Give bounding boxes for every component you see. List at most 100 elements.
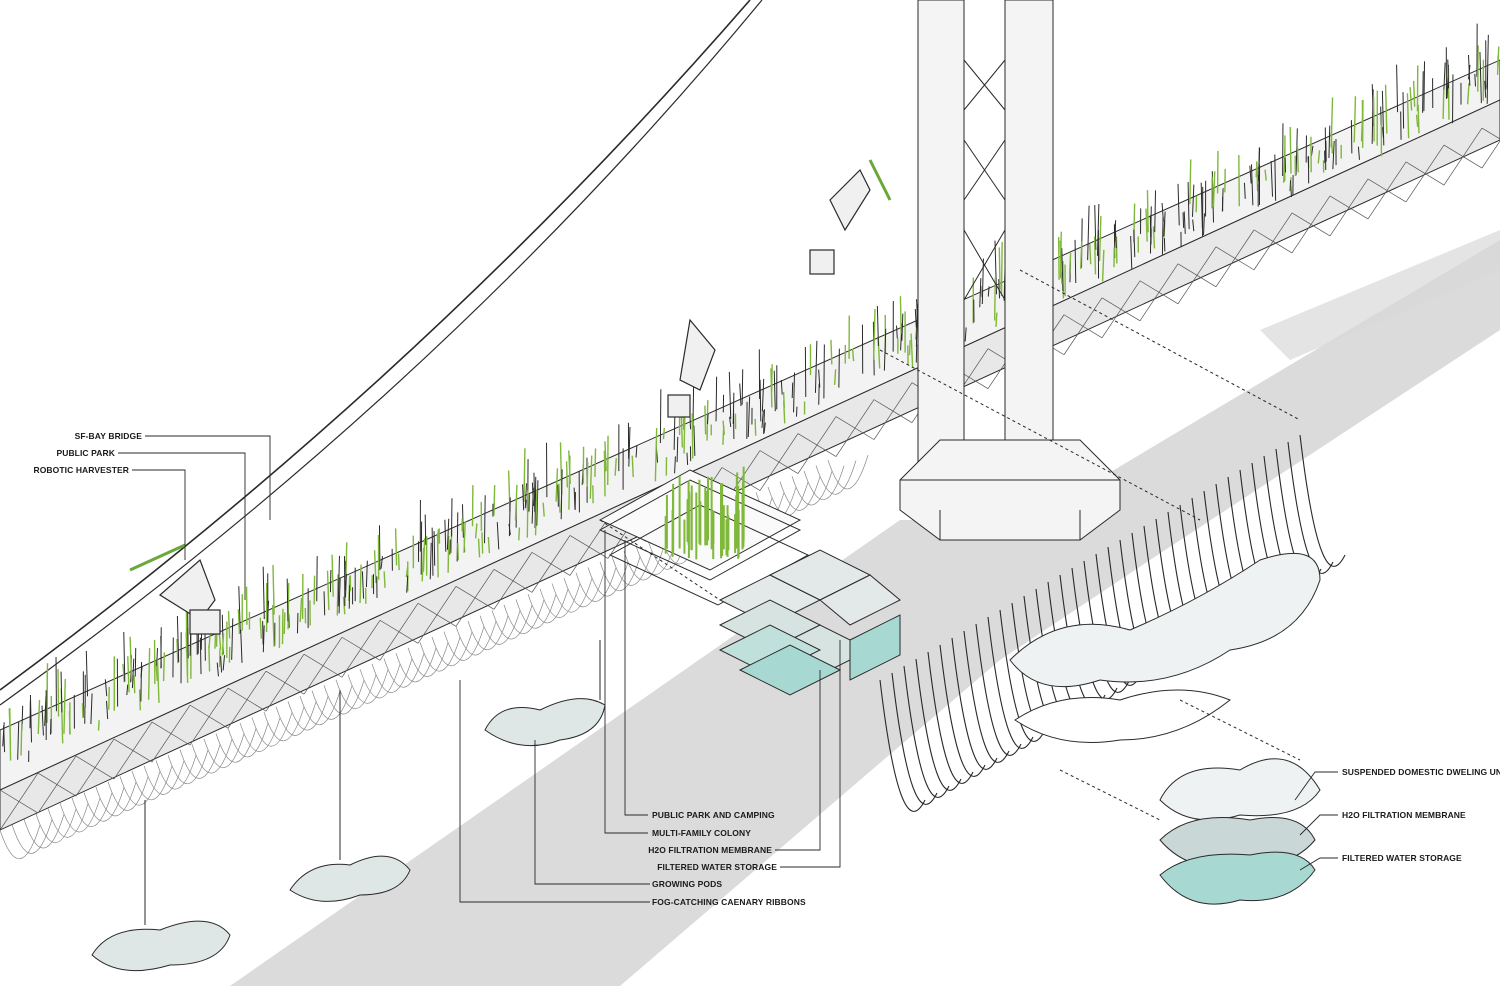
grass-spike: [628, 427, 631, 467]
grass-spike: [1068, 252, 1072, 275]
ribbon-loop: [155, 755, 197, 790]
ribbon-loop: [11, 819, 53, 854]
grass-spike: [138, 689, 141, 711]
grass-spike: [1114, 223, 1117, 249]
truss-member: [1101, 280, 1141, 338]
ribbon-loop-right: [927, 651, 974, 784]
grass-spike: [1189, 159, 1192, 205]
grass-spike: [704, 405, 707, 435]
ribbon-loop: [347, 669, 389, 704]
grass-spike: [380, 556, 383, 569]
grass-spike: [814, 340, 818, 393]
grass-spike: [272, 605, 275, 647]
grass-spike: [555, 468, 559, 502]
grass-spike: [998, 247, 1001, 290]
grass-spike: [995, 312, 998, 327]
grass-spike: [739, 383, 742, 407]
grass-spike: [964, 327, 967, 342]
truss-member: [303, 637, 343, 695]
grass-spike: [722, 420, 726, 436]
grass-spike: [782, 391, 786, 408]
grass-spike: [533, 472, 536, 513]
grass-spike: [693, 425, 696, 456]
grass-spike: [344, 573, 347, 598]
grass-spike: [589, 455, 593, 499]
ribbon-loop: [0, 824, 41, 860]
grass-spike: [531, 487, 534, 524]
grass-spike: [793, 372, 796, 413]
ribbon-loop: [359, 664, 401, 699]
grass-spike: [237, 609, 241, 635]
grass-spike: [763, 422, 766, 434]
grass-spike: [487, 536, 491, 554]
grass-spike: [691, 413, 694, 459]
grass-spike: [526, 490, 529, 538]
ribbon-loop-right: [1071, 567, 1118, 700]
grass-spike: [1422, 71, 1424, 113]
grass-spike: [421, 547, 425, 582]
grass-spike: [631, 455, 634, 478]
label-public-park: PUBLIC PARK: [56, 448, 115, 458]
ribbon-loop: [803, 465, 845, 500]
ribbon-loop: [83, 787, 125, 822]
grass-spike: [106, 700, 109, 720]
ribbon-loop: [779, 476, 821, 511]
ribbon-loop: [539, 583, 581, 618]
truss-member: [797, 416, 837, 474]
grass-spike: [686, 452, 689, 465]
grass-spike: [1328, 125, 1331, 159]
truss-member: [531, 535, 571, 593]
grass-spike: [518, 527, 521, 541]
grass-spike: [477, 538, 481, 558]
grass-spike: [980, 285, 983, 297]
ribbon-loop: [275, 701, 317, 736]
ribbon-loop: [143, 760, 185, 795]
module-stack: [718, 549, 901, 696]
ribbon-loop: [287, 696, 329, 731]
grass-spike: [514, 484, 518, 521]
grass-spike: [1317, 150, 1321, 164]
grass-spike: [773, 370, 776, 412]
truss-member: [455, 569, 495, 627]
ribbon-loop: [419, 637, 461, 672]
truss-member: [1405, 144, 1445, 203]
ribbon-loop: [107, 776, 149, 811]
grass-spike: [1087, 205, 1090, 261]
grass-spike: [557, 484, 559, 507]
grass-spike: [1382, 127, 1384, 138]
grass-spike: [534, 476, 537, 528]
ribbon-loop: [467, 615, 509, 651]
grass-spike: [1307, 156, 1310, 168]
grass-spike: [97, 720, 100, 731]
grass-spike: [461, 504, 464, 538]
grass-spike: [37, 699, 41, 734]
grass-spike: [1417, 104, 1420, 134]
grass-spike: [127, 656, 130, 693]
truss-member: [341, 620, 381, 678]
grass-spike: [359, 564, 362, 604]
grass-spike: [560, 469, 563, 520]
ribbon-loop: [227, 723, 269, 758]
grass-spike: [227, 610, 231, 639]
grass-spike: [41, 705, 44, 736]
grass-spike: [1094, 205, 1097, 250]
truss-member: [417, 586, 457, 644]
grass-spike: [1484, 80, 1487, 98]
grass-spike: [176, 639, 179, 664]
ribbon-loop: [251, 712, 293, 747]
grass-spike: [830, 339, 833, 365]
grass-spike: [987, 286, 990, 297]
ribbon-loop-right: [951, 637, 998, 770]
grass-spike: [1474, 73, 1476, 87]
grass-spike: [1177, 183, 1180, 226]
grass-spike: [1264, 169, 1267, 181]
grass-spike: [90, 693, 93, 725]
grass-spike: [728, 371, 732, 419]
grass-spike: [17, 721, 20, 760]
grass-spike: [1191, 184, 1195, 217]
ribbon-loop: [95, 782, 137, 817]
ribbon-loop-right: [987, 616, 1034, 749]
ribbon-loop: [179, 744, 221, 779]
truss-member: [1443, 127, 1483, 186]
grass-spike: [1161, 202, 1164, 222]
